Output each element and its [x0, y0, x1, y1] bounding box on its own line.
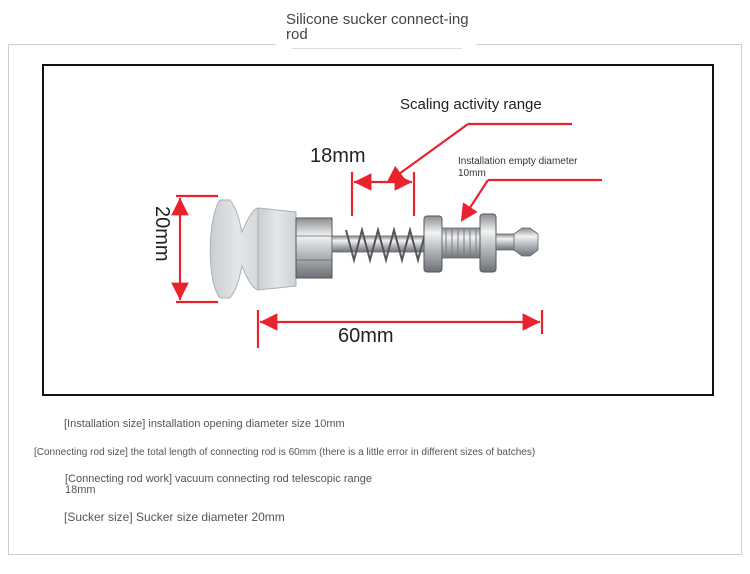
installation-size-note: [Installation size] installation opening…: [64, 418, 345, 430]
lower-nut: [423, 215, 443, 273]
spring: [345, 226, 435, 264]
sucker-size-note: [Sucker size] Sucker size diameter 20mm: [64, 510, 285, 524]
frame-left-line: [8, 44, 9, 554]
diameter-20mm-label: 20mm: [151, 206, 173, 262]
hex-body: [295, 217, 333, 279]
title-underline: [292, 48, 462, 49]
length-60mm-label: 60mm: [338, 325, 394, 347]
frame-right-line: [741, 44, 742, 554]
silicone-sucker: [209, 199, 297, 299]
stroke-18mm-label: 18mm: [310, 145, 366, 167]
install-diameter-label: Installation empty diameter: [458, 156, 578, 167]
diagram-panel: Scaling activity range 18mm Installation…: [42, 64, 714, 396]
install-diameter-value: 10mm: [458, 168, 486, 179]
rod-size-note: [Connecting rod size] the total length o…: [34, 447, 536, 458]
rod-work-note: [Connecting rod work] vacuum connecting …: [65, 473, 372, 496]
sucker-rod-diagram: Scaling activity range 18mm Installation…: [151, 96, 602, 348]
upper-nut: [479, 213, 497, 273]
frame-top-left-line: [8, 44, 276, 45]
frame-top-right-line: [476, 44, 742, 45]
scaling-activity-label: Scaling activity range: [400, 96, 542, 113]
annotation-arrows: [171, 122, 602, 348]
page-title: Silicone sucker connect-ing rod: [286, 11, 469, 43]
frame-bottom-line: [8, 554, 742, 555]
